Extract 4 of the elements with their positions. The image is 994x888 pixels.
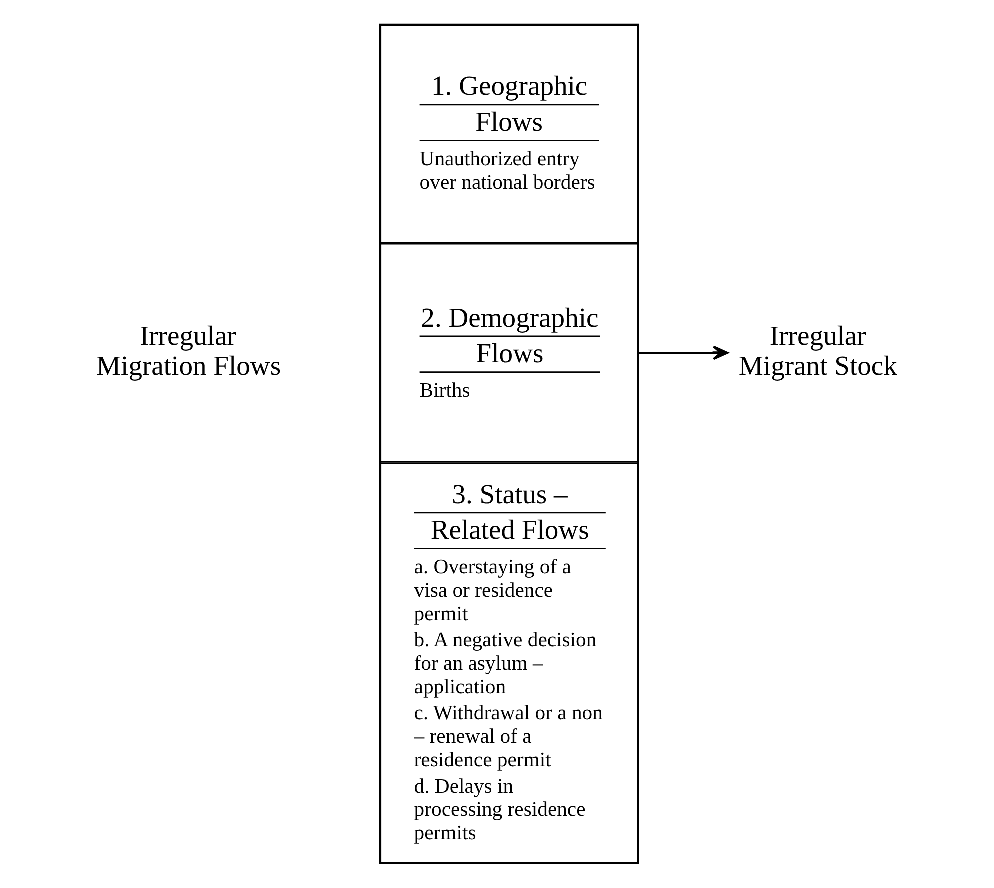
arrow (638, 346, 729, 360)
node-text: Irregular Migration Flows (96, 320, 282, 382)
node-box: 2. Demographic Flows Births (380, 243, 639, 463)
node-text: Irregular Migrant Stock (738, 320, 898, 382)
